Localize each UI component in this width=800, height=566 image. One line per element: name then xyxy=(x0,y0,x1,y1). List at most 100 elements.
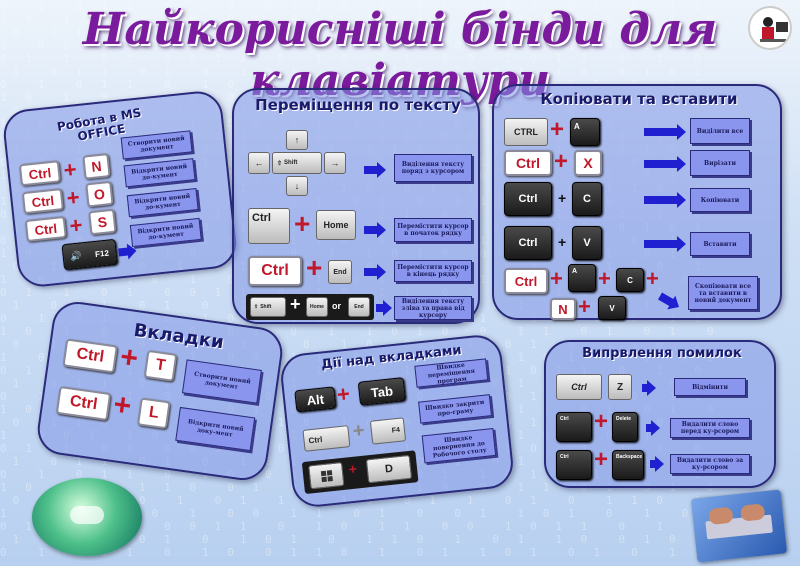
arrow-left-key: ← xyxy=(248,152,270,174)
fix-desc-3: Видалити слово за ку-рсором xyxy=(670,454,750,474)
windows-key xyxy=(308,461,345,490)
office-plus-1: + xyxy=(62,156,78,183)
panel-fix-errors-title: Випрвлення помилок xyxy=(582,346,742,361)
tabs-key-l: L xyxy=(137,397,171,430)
panel-text-move: Переміщення по тексту ↑ ← ⇧Shift → ↓ Вид… xyxy=(232,88,480,324)
alt-key: Alt xyxy=(294,386,337,413)
typing-hands-image xyxy=(690,489,788,563)
fix-plus-2: + xyxy=(594,408,609,435)
copy-desc-5: Скопіювати все та вставити в новий докум… xyxy=(688,276,758,310)
fix-key-z: Z xyxy=(608,374,632,400)
panel-tabs-title: Вкладки xyxy=(132,319,226,354)
fix-desc-2: Видалити слово перед ку-рсором xyxy=(670,418,750,438)
copy-key-c: C xyxy=(572,182,602,216)
office-ctrl-key-3: Ctrl xyxy=(24,215,67,243)
copy-desc-3: Копіювати xyxy=(690,188,750,212)
copy-plus-6: + xyxy=(598,266,611,291)
tabs-desc-1: Створити новий документ xyxy=(181,359,262,404)
tabs-ctrl-key-2: Ctrl xyxy=(55,385,112,421)
tabs-desc-2: Відкрити новий доку-мент xyxy=(175,406,256,452)
shift-small-label: Shift xyxy=(260,304,272,310)
hand-icon xyxy=(70,506,104,524)
copy-desc-2: Вирізати xyxy=(690,150,750,176)
copy-arrow-2 xyxy=(644,156,686,172)
office-desc-4: Відкрити новий до-кумент xyxy=(129,217,202,248)
office-key-o: O xyxy=(85,180,114,208)
fix-arrow-3 xyxy=(650,456,664,472)
copy-arrow-4 xyxy=(644,236,686,252)
text-move-arrow-3 xyxy=(364,264,386,280)
office-arrow-4 xyxy=(118,247,129,257)
copy-ctrl-key-v: Ctrl xyxy=(504,226,552,260)
panel-copy-paste: Копіювати та вставити CTRL + A Виділити … xyxy=(492,84,782,320)
panel-tab-actions: Дії над вкладками Alt + Tab Швидке перем… xyxy=(278,332,516,510)
office-key-f12-label: F12 xyxy=(94,248,110,259)
arrow-down-key: ↓ xyxy=(286,176,308,196)
copy-key-a-2: A xyxy=(568,264,596,292)
text-move-arrow-1 xyxy=(364,162,386,178)
tabs-key-t: T xyxy=(143,349,178,382)
ctrl-home-plus: + xyxy=(294,208,311,239)
shift-small-icon: ⇧ xyxy=(254,304,259,310)
office-ctrl-key-1: Ctrl xyxy=(18,160,61,187)
copy-desc-1: Виділити все xyxy=(690,118,750,144)
text-move-desc-4: Виділення тексту зліва та права від курс… xyxy=(394,296,472,320)
arrow-up-key: ↑ xyxy=(286,130,308,150)
home-key: Home xyxy=(316,210,356,240)
copy-plus-5: + xyxy=(550,266,563,291)
office-plus-2: + xyxy=(65,184,81,211)
copy-ctrl-caps-key: CTRL xyxy=(504,118,548,146)
panel-copy-paste-title: Копіювати та вставити xyxy=(540,90,738,108)
copy-plus-7: + xyxy=(646,266,659,291)
copy-key-v-2: V xyxy=(598,296,626,320)
tab-actions-desc-2: Швидко закрити про-граму xyxy=(418,394,493,424)
copy-key-v: V xyxy=(572,226,602,260)
shift-home-plus: + xyxy=(290,294,301,314)
copy-key-a-1: A xyxy=(570,118,600,146)
fix-arrow-2 xyxy=(646,420,660,436)
backspace-key: Backspace xyxy=(612,450,644,480)
fix-plus-3: + xyxy=(594,446,609,473)
fix-ctrl-key-2: Ctrl xyxy=(556,412,592,442)
text-move-arrow-2 xyxy=(364,222,386,238)
office-plus-3: + xyxy=(68,212,84,239)
end-small-key: End xyxy=(348,297,370,317)
delete-key: Delete xyxy=(612,412,638,442)
touchpad-disc-image xyxy=(32,478,142,556)
copy-key-x: X xyxy=(574,150,602,176)
tab-actions-desc-3: Швидке повернення до Робочого столу xyxy=(421,427,497,464)
copy-plus-4: + xyxy=(558,234,567,250)
tab-key: Tab xyxy=(357,377,406,406)
ctrl-end-ctrl-key: Ctrl xyxy=(248,256,302,286)
copy-ctrl-key-x: Ctrl xyxy=(504,150,552,176)
copy-plus-1: + xyxy=(550,116,565,143)
panel-tabs: Вкладки Ctrl + T Створити новий документ… xyxy=(34,298,286,484)
office-desc-2: Відкрити новий до-кумент xyxy=(123,158,196,188)
tab-actions-desc-1: Швидке переміщення програм xyxy=(414,358,489,388)
shift-key: ⇧Shift xyxy=(272,152,322,174)
shift-icon: ⇧ xyxy=(277,160,283,167)
fix-ctrl-key-3: Ctrl xyxy=(556,450,592,480)
office-ctrl-key-2: Ctrl xyxy=(21,188,64,215)
shift-key-label: Shift xyxy=(284,160,298,166)
panel-ms-office: Робота в MS OFFICE Ctrl + N Створити нов… xyxy=(1,88,239,290)
arrow-right-key: → xyxy=(324,152,346,174)
d-key: D xyxy=(365,454,413,484)
copy-ctrl-key-c: Ctrl xyxy=(504,182,552,216)
office-desc-1: Створити новий документ xyxy=(120,130,193,160)
or-label: or xyxy=(332,301,341,311)
tabs-plus-1: + xyxy=(118,340,141,376)
fix-desc-1: Відмінити xyxy=(674,378,746,396)
office-key-n: N xyxy=(82,153,111,180)
copy-ctrl-key-all: Ctrl xyxy=(504,268,548,294)
copy-desc-4: Вставити xyxy=(690,232,750,256)
copy-arrow-1 xyxy=(644,124,686,140)
copy-plus-8: + xyxy=(578,294,591,319)
panel-text-move-title: Переміщення по тексту xyxy=(255,96,461,114)
office-desc-3: Відкрити новий до-кумент xyxy=(126,188,199,218)
tabs-ctrl-key-1: Ctrl xyxy=(62,338,118,374)
tab-actions-plus-1: + xyxy=(335,380,352,408)
text-move-desc-3: Перемістити курсор в кінець рядку xyxy=(394,260,472,282)
copy-plus-3: + xyxy=(558,190,567,206)
copy-arrow-3 xyxy=(644,192,686,208)
